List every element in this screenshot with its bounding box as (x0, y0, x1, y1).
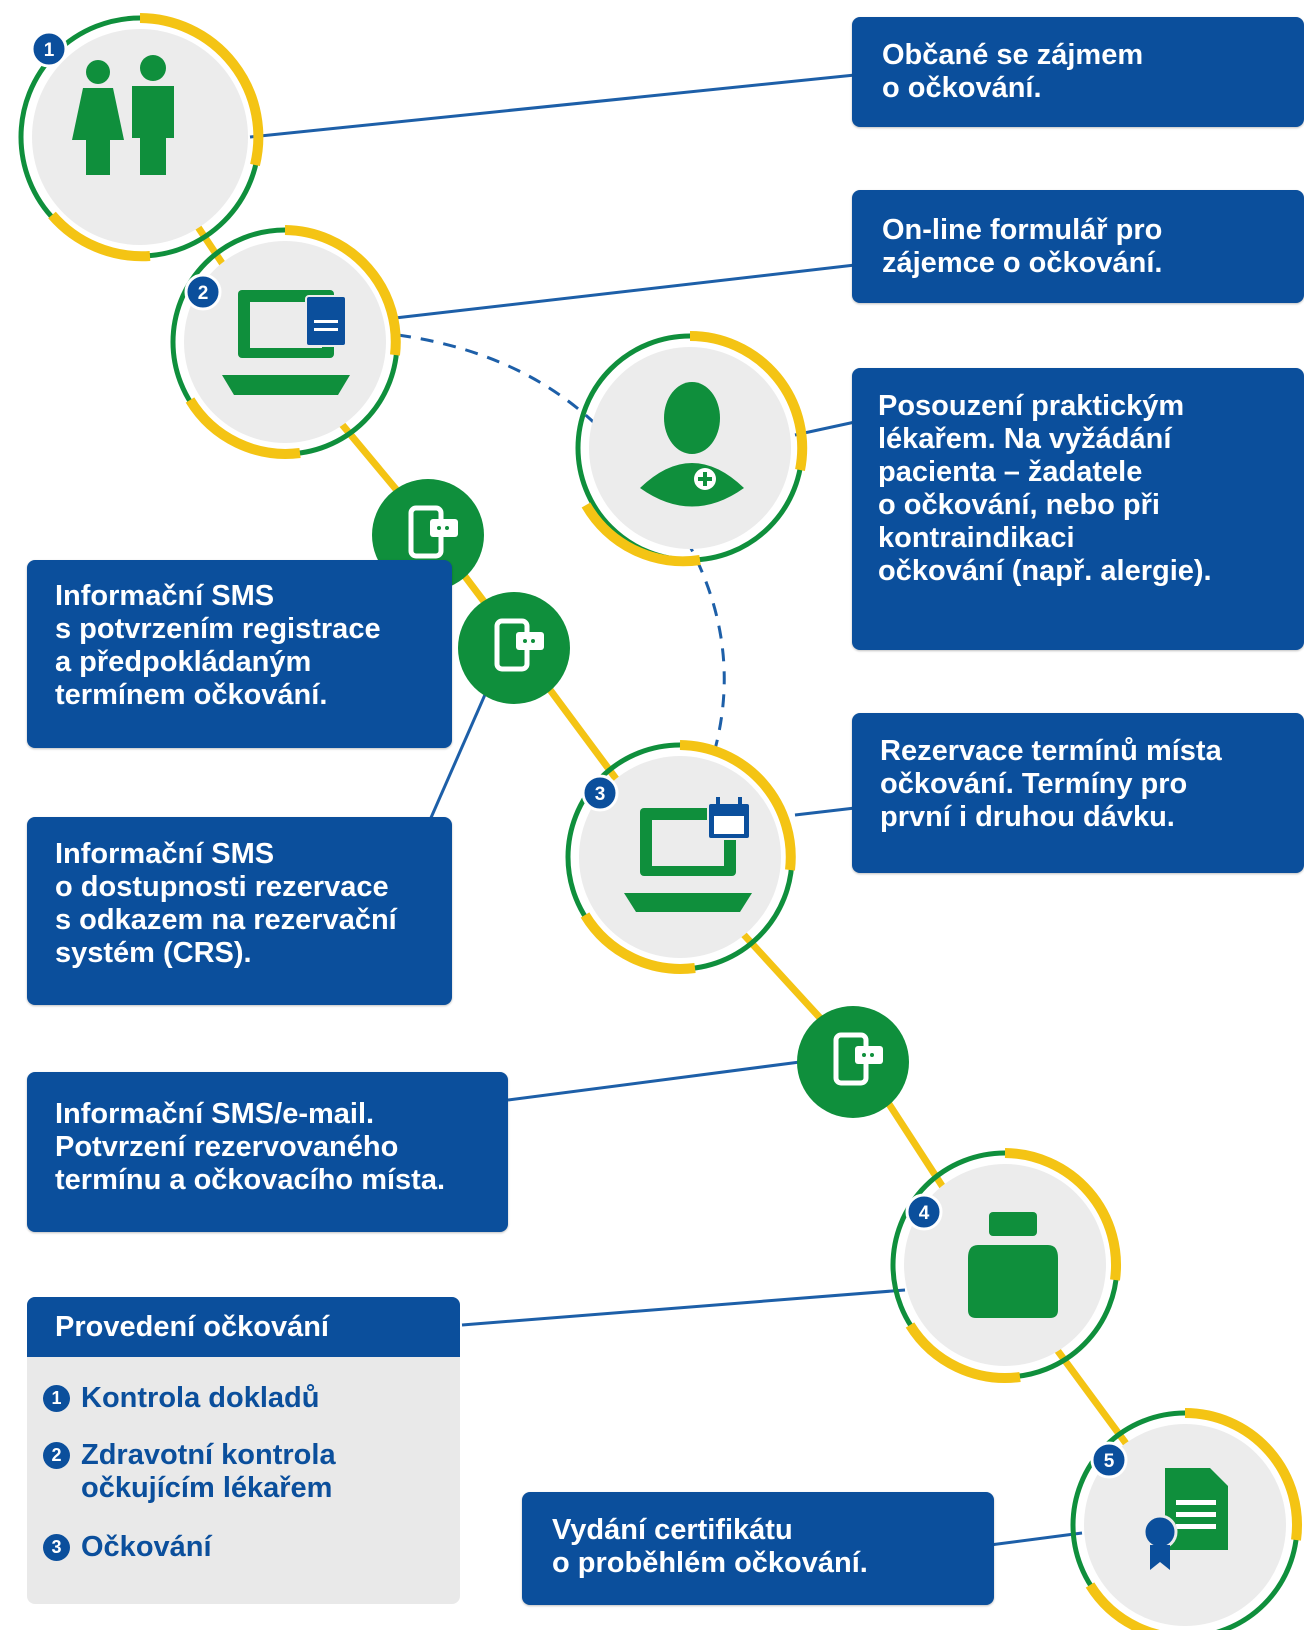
box-line: o proběhlém očkování. (552, 1547, 868, 1579)
laptop-form-icon (222, 290, 350, 395)
procedure-number: 3 (43, 1534, 70, 1561)
sms-badge-2 (458, 592, 570, 704)
box-line: Informační SMS (55, 838, 275, 870)
box-line: o očkování. (882, 72, 1042, 104)
box-line: kontraindikaci (878, 522, 1075, 554)
step-number: 2 (198, 283, 209, 304)
box-line: s odkazem na rezervační (55, 904, 397, 936)
people-icon (72, 55, 174, 175)
box-line: termínem očkování. (55, 679, 328, 711)
box-line: zájemce o očkování. (882, 247, 1163, 279)
info-box-sms-crs: Informační SMS o dostupnosti rezervace s… (27, 817, 452, 1005)
box-line: Potvrzení rezervovaného (55, 1131, 399, 1163)
box-line: očkování (např. alergie). (878, 555, 1212, 587)
procedure-item-text: Očkování (81, 1531, 212, 1563)
box-line: první i druhou dávku. (880, 801, 1175, 833)
procedure-card: Provedení očkování 1 Kontrola dokladů 2 … (27, 1297, 460, 1604)
box-line: pacienta – žadatele (878, 456, 1143, 488)
box-line: Vydání certifikátu (552, 1514, 793, 1546)
phone-message-icon (494, 618, 544, 672)
procedure-number: 1 (43, 1385, 70, 1412)
procedure-item-2: 2 Zdravotní kontrola očkujícím lékařem (43, 1439, 336, 1505)
info-box-sms-email: Informační SMS/e-mail. Potvrzení rezervo… (27, 1072, 508, 1232)
step-badge-4 (905, 1193, 943, 1231)
info-box-certificate: Vydání certifikátu o proběhlém očkování. (522, 1492, 994, 1605)
step-badge-3 (581, 774, 619, 812)
procedure-item-3: 3 Očkování (43, 1531, 212, 1564)
step-badge-2 (184, 273, 222, 311)
info-box-reservation: Rezervace termínů místa očkování. Termín… (852, 713, 1304, 873)
box-line: Informační SMS/e-mail. (55, 1098, 375, 1130)
box-line: lékařem. Na vyžádání (878, 423, 1172, 455)
doctor-icon (640, 382, 744, 507)
info-box-interest: Občané se zájmem o očkování. (852, 17, 1304, 127)
step-badge-1 (30, 30, 68, 68)
laptop-calendar-icon (624, 797, 752, 912)
connector-lines (249, 73, 1083, 1547)
step-number: 1 (44, 40, 55, 61)
doctor-circle (575, 330, 808, 567)
sms-badge-3 (797, 1006, 909, 1118)
info-box-sms-registration: Informační SMS s potvrzením registrace a… (27, 560, 452, 748)
step-circle-4: 4 (890, 1148, 1121, 1383)
phone-message-icon (408, 505, 458, 559)
box-line: Posouzení praktickým (878, 390, 1185, 422)
vaccine-vial-icon (968, 1212, 1058, 1318)
procedure-title: Provedení očkování (27, 1297, 460, 1357)
procedure-item-1: 1 Kontrola dokladů (43, 1382, 319, 1415)
procedure-item-text: Zdravotní kontrola (81, 1439, 336, 1471)
step-circle-5: 5 (1070, 1408, 1302, 1630)
info-box-gp-assessment: Posouzení praktickým lékařem. Na vyžádán… (852, 368, 1304, 650)
box-line: termínu a očkovacího místa. (55, 1164, 446, 1196)
procedure-number: 2 (43, 1442, 70, 1469)
procedure-item-text: Kontrola dokladů (81, 1382, 320, 1414)
info-box-online-form: On-line formulář pro zájemce o očkování. (852, 190, 1304, 303)
box-line: o očkování, nebo při (878, 489, 1160, 521)
phone-message-icon (833, 1032, 883, 1086)
procedure-item-text: očkujícím lékařem (81, 1472, 333, 1504)
step-circle-2: 2 (170, 225, 401, 459)
box-line: Rezervace termínů místa (880, 735, 1222, 767)
box-line: očkování. Termíny pro (880, 768, 1188, 800)
step-number: 4 (919, 1203, 930, 1224)
certificate-icon (1142, 1468, 1228, 1570)
step-number: 5 (1104, 1451, 1115, 1472)
box-line: Občané se zájmem (882, 39, 1144, 71)
box-line: o dostupnosti rezervace (55, 871, 389, 903)
step-circle-3: 3 (565, 740, 796, 974)
box-line: systém (CRS). (55, 937, 252, 969)
box-line: Informační SMS (55, 580, 275, 612)
step-badge-5 (1090, 1441, 1128, 1479)
step-circle-1: 1 (18, 13, 264, 262)
box-line: a předpokládaným (55, 646, 312, 678)
box-line: s potvrzením registrace (55, 613, 381, 645)
step-number: 3 (595, 784, 606, 805)
box-line: On-line formulář pro (882, 214, 1163, 246)
